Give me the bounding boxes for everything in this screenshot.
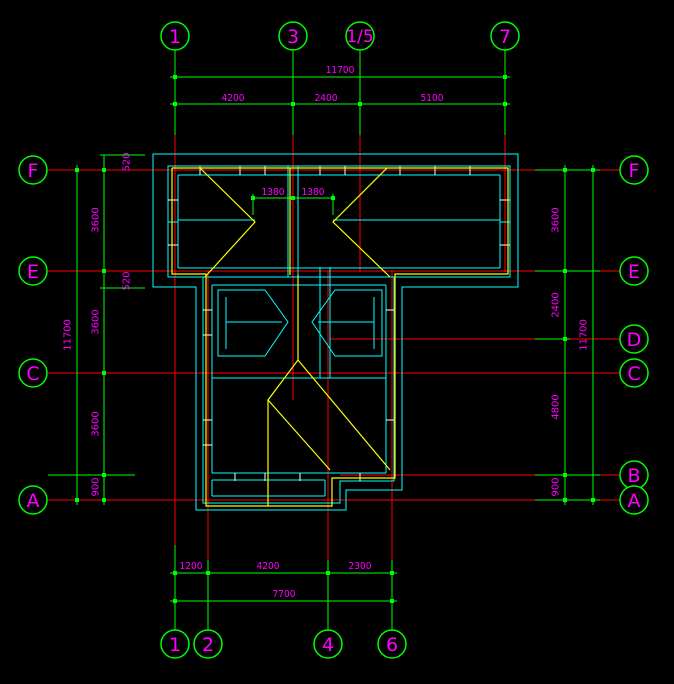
axis-label-left-F: F (28, 160, 39, 182)
axis-lines (48, 110, 622, 625)
dim-left-3600a: 3600 (91, 207, 102, 232)
axis-label-top-7: 7 (499, 26, 511, 48)
axis-label-right-B: B (627, 465, 640, 487)
axis-label-bottom-2: 2 (202, 634, 214, 656)
axis-label-top-3: 3 (287, 26, 299, 48)
axis-bubbles-left: F E C A (18, 155, 48, 515)
axis-label-right-F: F (629, 160, 640, 182)
axis-bubbles-bottom: 1 2 4 6 (160, 629, 407, 659)
axis-bubbles-top: 1 3 1/5 7 (160, 21, 520, 51)
dim-right-total: 11700 (579, 319, 590, 351)
axis-label-bottom-1: 1 (169, 634, 181, 656)
axis-bubbles-right: F E D C B A (619, 155, 649, 515)
dim-inner-1380-right: 1380 (302, 187, 325, 198)
axis-label-right-A: A (628, 490, 641, 512)
wall-ticks (168, 166, 510, 481)
dim-left-3600b: 3600 (91, 309, 102, 334)
axis-label-left-E: E (27, 261, 39, 283)
dim-top-4200: 4200 (222, 93, 245, 104)
axis-label-left-A: A (27, 490, 40, 512)
axis-label-top-1: 1 (169, 26, 181, 48)
dim-bottom-total: 7700 (273, 589, 296, 600)
dim-bottom-4200: 4200 (257, 561, 280, 572)
dim-inner-1380-left: 1380 (262, 187, 285, 198)
dim-bottom-1200: 1200 (180, 561, 203, 572)
dim-left-520b: 520 (122, 271, 133, 290)
dim-bottom-2300: 2300 (349, 561, 372, 572)
dim-top-total: 11700 (326, 65, 355, 76)
roof-ridges (171, 167, 509, 507)
dim-left-total: 11700 (63, 319, 74, 351)
axis-label-bottom-4: 4 (322, 634, 334, 656)
axis-label-top-1-5: 1/5 (346, 27, 373, 47)
dim-left-520a: 520 (122, 152, 133, 171)
dim-left-3600c: 3600 (91, 411, 102, 436)
dim-right-2400: 2400 (551, 292, 562, 317)
dimension-lines (48, 50, 600, 630)
axis-label-right-E: E (628, 261, 640, 283)
building-walls (152, 153, 519, 511)
dim-top-2400: 2400 (315, 93, 338, 104)
dim-top-5100: 5100 (421, 93, 444, 104)
axis-label-bottom-6: 6 (386, 634, 398, 656)
axis-label-left-C: C (26, 363, 39, 385)
dimension-texts: 11700 4200 2400 5100 1380 1380 1200 4200… (63, 65, 590, 600)
dim-left-900: 900 (91, 477, 102, 496)
dim-right-4800: 4800 (551, 394, 562, 419)
axis-label-right-D: D (627, 329, 642, 351)
dim-right-900: 900 (551, 477, 562, 496)
axis-label-right-C: C (627, 363, 640, 385)
dim-right-3600: 3600 (551, 207, 562, 232)
